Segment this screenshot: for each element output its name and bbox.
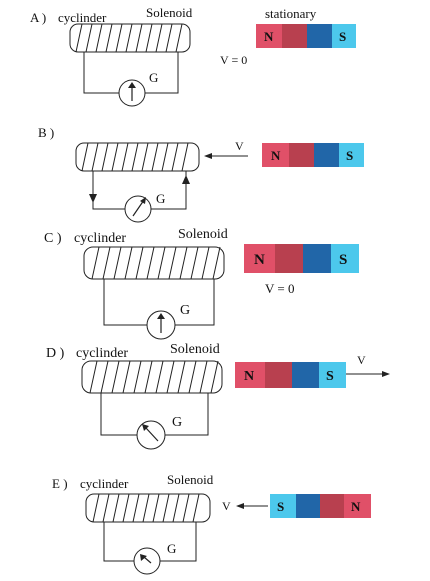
panel-b-magnet-s: S xyxy=(346,148,353,163)
panel-e-coil xyxy=(92,493,200,523)
panel-d-magnet-n: N xyxy=(244,369,254,384)
panel-c-galvanometer xyxy=(146,310,176,340)
panel-c-bar-magnet: N S xyxy=(244,244,359,273)
panel-e-letter: E ) xyxy=(52,476,68,491)
panel-e-circuit-wire xyxy=(103,522,197,562)
panel-d-velocity-label: V xyxy=(357,353,366,367)
panel-e-solenoid-label: Solenoid xyxy=(167,472,214,487)
panel-d-circuit-wire xyxy=(100,393,209,436)
panel-a-galvanometer xyxy=(118,79,146,107)
panel-e-solenoid xyxy=(85,493,211,523)
panel-d-galvanometer-label: G xyxy=(172,415,182,430)
panel-e-velocity-label: V xyxy=(222,499,231,513)
panel-b-magnet-n: N xyxy=(271,148,281,163)
panel-d-galvanometer xyxy=(136,420,166,450)
panel-b-letter: B ) xyxy=(38,125,54,140)
panel-a-galvanometer-label: G xyxy=(149,70,158,85)
panel-d: D ) cyclinder Solenoid G N S V xyxy=(46,342,390,450)
panel-a: A ) cyclinder Solenoid stationary G N S … xyxy=(30,5,356,107)
panel-c-cylinder-label: cyclinder xyxy=(74,231,126,246)
panel-b-solenoid xyxy=(75,142,200,172)
panel-e-magnet-n: N xyxy=(351,499,361,514)
panel-c-solenoid xyxy=(83,246,225,280)
panel-b-galvanometer-label: G xyxy=(156,191,165,206)
panel-d-solenoid-label: Solenoid xyxy=(170,342,220,357)
panel-e: E ) cyclinder Solenoid G V S N xyxy=(52,472,371,575)
panel-e-cylinder-label: cyclinder xyxy=(80,476,129,491)
panel-d-letter: D ) xyxy=(46,346,65,361)
panel-b-coil xyxy=(81,142,189,172)
panel-a-cylinder xyxy=(69,23,191,53)
panel-a-coil xyxy=(75,23,183,53)
panel-e-needle xyxy=(143,556,152,564)
panel-d-magnet-s: S xyxy=(326,369,334,384)
panel-a-solenoid xyxy=(69,23,191,53)
panel-c-letter: C ) xyxy=(44,231,62,246)
panel-c-velocity-label: V = 0 xyxy=(265,281,295,296)
panel-b-bar-magnet: N S xyxy=(262,143,364,167)
panel-e-galvanometer xyxy=(133,547,161,575)
panel-c-circuit-wire xyxy=(103,279,215,326)
panel-b-velocity-label: V xyxy=(235,139,244,153)
panel-e-magnet-s: S xyxy=(277,499,284,514)
panel-d-needle xyxy=(145,427,159,442)
panel-a-cylinder-label: cyclinder xyxy=(58,10,107,25)
panel-d-bar-magnet: N S xyxy=(235,362,346,388)
panel-a-letter: A ) xyxy=(30,10,46,25)
panel-e-cylinder xyxy=(85,493,211,523)
panel-b-current-arrow-right xyxy=(182,175,190,184)
panel-d-solenoid xyxy=(81,360,223,394)
panel-b-needle xyxy=(132,199,145,217)
panel-a-circuit-wire xyxy=(83,52,179,94)
panel-c-coil xyxy=(91,246,221,280)
panel-b: B ) G V N S xyxy=(38,125,364,223)
panel-a-bar-magnet: N S xyxy=(256,24,356,48)
panel-d-cylinder-label: cyclinder xyxy=(76,346,128,361)
panel-b-galvanometer xyxy=(124,195,152,223)
panel-a-magnet-n: N xyxy=(264,29,274,44)
panel-c-solenoid-label: Solenoid xyxy=(178,227,228,242)
panel-e-galvanometer-label: G xyxy=(167,541,176,556)
panel-a-velocity-label: V = 0 xyxy=(220,53,247,67)
panel-b-current-arrow-left xyxy=(89,194,97,203)
panel-a-solenoid-label: Solenoid xyxy=(146,5,193,20)
panel-c: C ) cyclinder Solenoid G N S V = 0 xyxy=(44,227,359,340)
panel-c-magnet-n: N xyxy=(254,252,265,268)
panel-d-coil xyxy=(89,360,219,394)
panel-a-caption: stationary xyxy=(265,6,317,21)
panel-c-galvanometer-label: G xyxy=(180,303,190,318)
panel-c-magnet-s: S xyxy=(339,252,347,268)
panel-a-magnet-s: S xyxy=(339,29,346,44)
panel-e-bar-magnet: S N xyxy=(270,494,371,518)
